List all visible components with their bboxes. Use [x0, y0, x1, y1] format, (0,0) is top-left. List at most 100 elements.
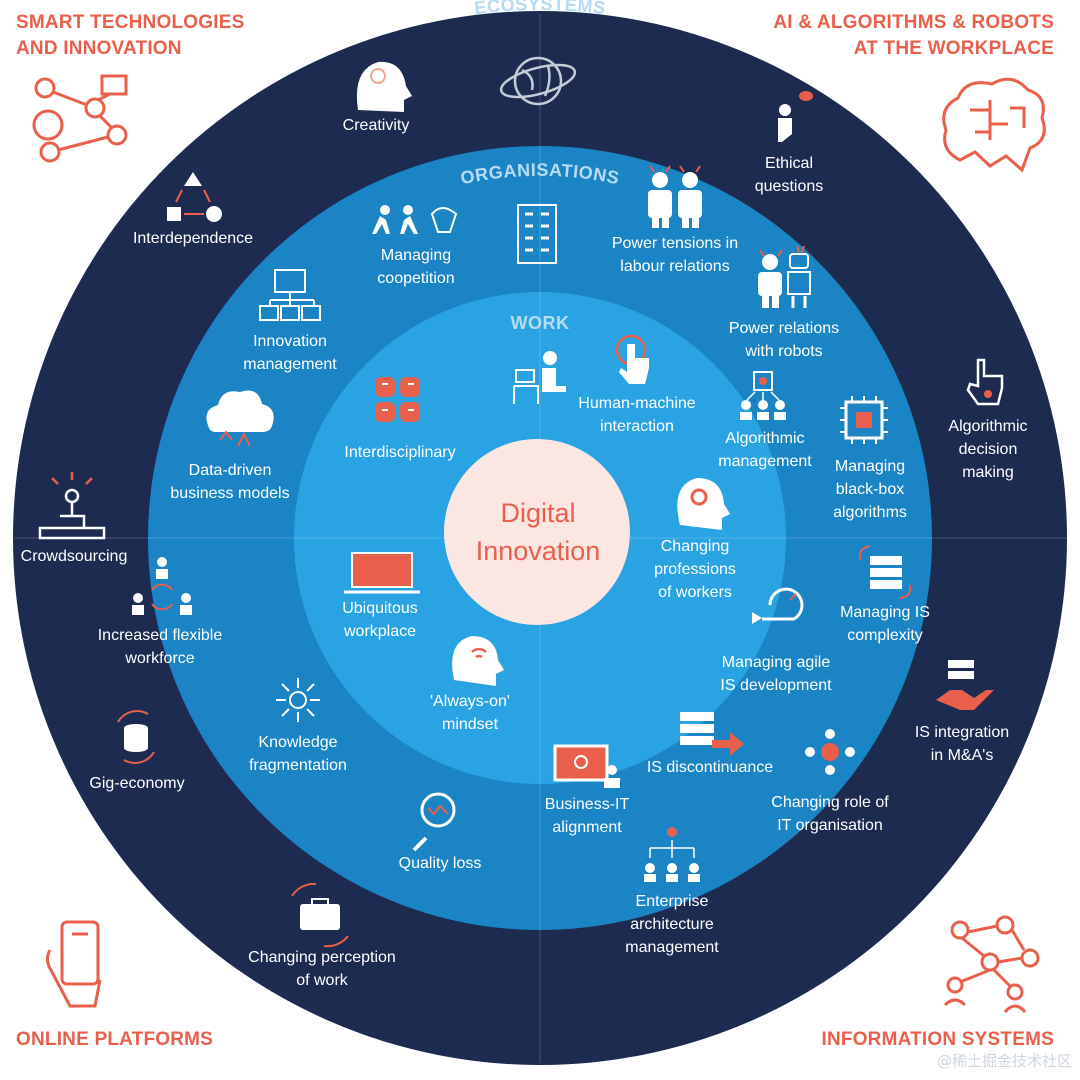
two-workers-icon	[648, 165, 702, 228]
topic-label-knowledge-fragmentation: fragmentation	[249, 757, 347, 774]
corner-label-online-platforms: ONLINE PLATFORMS	[16, 1029, 214, 1050]
magnifier-chart-icon	[412, 792, 456, 852]
joystick-icon	[38, 472, 106, 540]
agile-loop-icon	[752, 587, 804, 624]
black-box-chip-icon	[840, 396, 888, 444]
topic-label-ubiquitous-workplace: workplace	[343, 623, 416, 640]
topic-label-enterprise-architecture: management	[625, 939, 719, 956]
coins-cycle-icon	[117, 710, 155, 764]
topic-label-algorithmic-management: Algorithmic	[725, 430, 804, 447]
person-robot-icon	[758, 245, 811, 308]
topic-label-algorithmic-decision: Algorithmic	[948, 418, 1027, 435]
topic-label-business-it: alignment	[552, 819, 622, 836]
topic-label-innovation-management: Innovation	[253, 333, 327, 350]
shapes-cycle-icon	[167, 172, 222, 222]
corner-label-smart-technologies: SMART TECHNOLOGIES AND INNOVATION	[16, 12, 245, 59]
center-title-line-2: Innovation	[476, 536, 601, 566]
topic-label-algorithmic-decision: decision	[959, 441, 1018, 458]
topic-label-changing-role-it: Changing role of	[771, 794, 889, 811]
topic-label-increased-flexible: workforce	[124, 650, 194, 667]
fragment-arrows-icon	[276, 678, 320, 722]
server-cycle-icon	[858, 545, 912, 599]
topic-label-enterprise-architecture: architecture	[630, 916, 714, 933]
topic-label-power-tensions: Power tensions in	[612, 235, 738, 252]
topic-label-enterprise-architecture: Enterprise	[636, 893, 709, 910]
ring-title-work: WORK	[511, 313, 570, 333]
topic-label-ethical-questions: questions	[755, 178, 824, 195]
topic-label-human-machine: Human-machine	[578, 395, 695, 412]
finger-chip-icon	[966, 358, 1004, 406]
topic-label-creativity: Creativity	[343, 117, 410, 134]
touch-finger-icon	[615, 334, 649, 384]
head-gear-icon	[677, 478, 730, 530]
topic-label-human-machine: interaction	[600, 418, 674, 435]
topic-label-algorithmic-decision: making	[962, 464, 1014, 481]
cloud-data-icon	[206, 390, 274, 447]
topic-label-managing-agile: Managing agile	[722, 654, 831, 671]
head-lightbulb-icon	[356, 61, 412, 112]
desk-worker-icon	[513, 351, 566, 404]
ring-title-ecosystems: ECOSYSTEMS	[473, 0, 607, 18]
topic-label-always-on: 'Always-on'	[430, 693, 510, 710]
chip-team-icon	[740, 371, 786, 420]
office-building-icon	[517, 204, 557, 264]
topic-label-managing-agile: IS development	[720, 677, 832, 694]
topic-label-innovation-management: management	[243, 356, 337, 373]
globe-orbit-icon	[499, 56, 577, 106]
topic-label-knowledge-fragmentation: Knowledge	[258, 734, 337, 751]
phone-hand-icon	[45, 920, 102, 1008]
watermark: @稀土掘金技术社区	[936, 1052, 1072, 1070]
team-gear-icon	[805, 729, 855, 775]
topic-label-ubiquitous-workplace: Ubiquitous	[342, 600, 418, 617]
topic-label-changing-role-it: IT organisation	[777, 817, 883, 834]
topic-label-is-integration: in M&A's	[931, 747, 994, 764]
brain-circuit-icon	[942, 77, 1046, 173]
corner-label-information-systems: INFORMATION SYSTEMS	[821, 1029, 1054, 1050]
topic-label-gig-economy: Gig-economy	[89, 775, 184, 792]
topic-label-managing-is-complexity: Managing IS	[840, 604, 930, 621]
topic-label-algorithmic-management: management	[718, 453, 812, 470]
topic-label-is-discontinuance: IS discontinuance	[647, 759, 773, 776]
topic-label-changing-professions: of workers	[658, 584, 732, 601]
head-wifi-icon	[452, 636, 504, 686]
topic-label-managing-black-box: Managing	[835, 458, 905, 475]
topic-label-changing-professions: Changing	[661, 538, 730, 555]
server-handshake-icon	[936, 660, 994, 710]
laptop-icon	[344, 552, 420, 594]
hands-puzzle-icon	[375, 377, 420, 422]
topic-label-business-it: Business-IT	[545, 796, 630, 813]
center-circle	[444, 439, 630, 625]
topic-label-always-on: mindset	[442, 716, 499, 733]
network-wifi-icon	[32, 74, 128, 163]
topic-label-power-relations-robots: Power relations	[729, 320, 839, 337]
thinker-icon	[778, 91, 813, 142]
server-arrow-icon	[680, 712, 744, 756]
topic-label-interdependence: Interdependence	[133, 230, 253, 247]
corner-label-ai-algorithms-robots: AI & ALGORITHMS & ROBOTS AT THE WORKPLAC…	[773, 12, 1054, 59]
topic-label-changing-professions: professions	[654, 561, 736, 578]
topic-label-interdisciplinary: Interdisciplinary	[344, 444, 455, 461]
topic-label-changing-perception: of work	[296, 972, 349, 989]
people-network-icon	[943, 915, 1040, 1014]
topic-label-increased-flexible: Increased flexible	[98, 627, 223, 644]
center-title-line-1: Digital	[500, 498, 575, 528]
topic-label-ethical-questions: Ethical	[765, 155, 813, 172]
org-chart-icon	[644, 827, 700, 882]
topic-label-data-driven: Data-driven	[189, 462, 272, 479]
topic-label-crowdsourcing: Crowdsourcing	[21, 548, 128, 565]
topic-label-managing-is-complexity: complexity	[847, 627, 923, 644]
topic-label-managing-coopetition: coopetition	[377, 270, 454, 287]
topic-label-managing-black-box: algorithms	[833, 504, 907, 521]
fighting-handshake-icon	[372, 205, 458, 234]
people-cycle-icon	[132, 557, 192, 615]
topic-label-quality-loss: Quality loss	[399, 855, 482, 872]
topic-label-is-integration: IS integration	[915, 724, 1009, 741]
briefcase-cycle-icon	[291, 882, 349, 948]
monitor-person-icon	[553, 744, 620, 788]
topic-label-managing-coopetition: Managing	[381, 247, 451, 264]
topic-label-power-relations-robots: with robots	[744, 343, 822, 360]
topic-label-managing-black-box: black-box	[836, 481, 904, 498]
